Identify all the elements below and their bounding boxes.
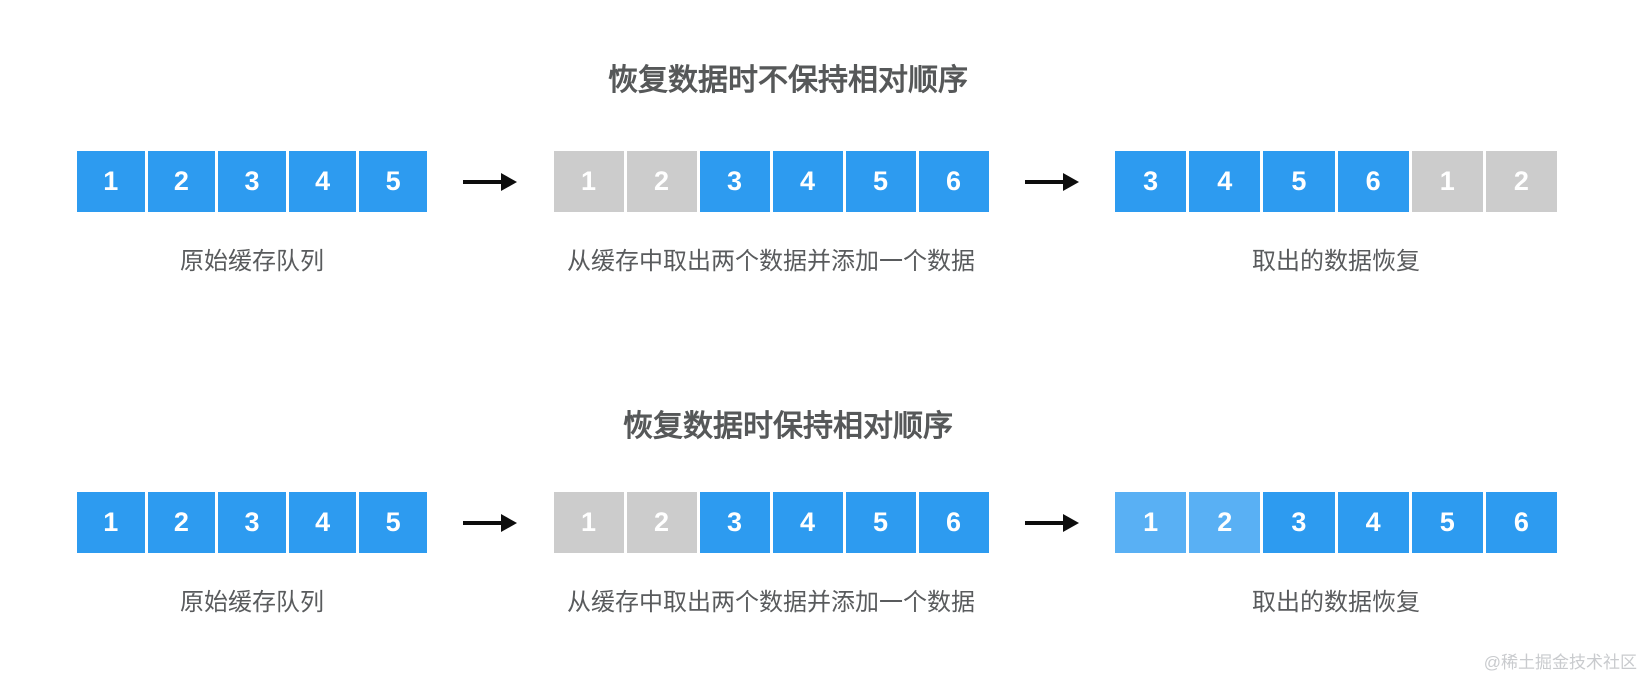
queue-cell: 4 <box>1189 151 1261 212</box>
queue-cell: 4 <box>1337 492 1409 553</box>
right-arrow-icon <box>1024 172 1079 191</box>
queue-cell: 2 <box>1485 151 1558 212</box>
queue-cell: 5 <box>1411 492 1483 553</box>
queue-cell: 3 <box>218 151 286 212</box>
diagram: 恢复数据时不保持相对顺序 1 2 3 4 5 原始缓存队列 1 2 3 4 5 … <box>77 0 1558 617</box>
queue-group: 1 2 3 4 5 原始缓存队列 <box>77 492 427 617</box>
queue-group: 3 4 5 6 1 2 取出的数据恢复 <box>1115 151 1558 276</box>
queue-cell: 5 <box>845 492 916 553</box>
queue-cell: 2 <box>147 492 216 553</box>
queue-cell: 5 <box>845 151 916 212</box>
queue-cells: 1 2 3 4 5 6 <box>553 151 989 212</box>
queue-cell: 5 <box>359 151 427 212</box>
queue-cell: 3 <box>218 492 286 553</box>
queue-cell: 1 <box>1411 151 1483 212</box>
queue-cell: 4 <box>288 492 357 553</box>
canvas: 恢复数据时不保持相对顺序 1 2 3 4 5 原始缓存队列 1 2 3 4 5 … <box>77 0 1637 672</box>
queue-cell: 6 <box>918 492 989 553</box>
queue-cell: 2 <box>626 492 697 553</box>
section-title: 恢复数据时保持相对顺序 <box>623 410 953 443</box>
arrow-zone <box>989 492 1116 553</box>
queue-cell: 2 <box>147 151 216 212</box>
queue-cell: 6 <box>1337 151 1409 212</box>
queues-row: 1 2 3 4 5 原始缓存队列 1 2 3 4 5 6 从缓存中取出两个数据并… <box>77 492 1558 617</box>
queue-cell: 2 <box>626 151 697 212</box>
queue-cells: 1 2 3 4 5 <box>77 151 427 212</box>
right-arrow-icon <box>463 172 518 191</box>
queue-cell: 3 <box>1115 151 1187 212</box>
queues-row: 1 2 3 4 5 原始缓存队列 1 2 3 4 5 6 从缓存中取出两个数据并… <box>77 151 1558 276</box>
arrow-zone <box>427 151 554 212</box>
queue-group: 1 2 3 4 5 6 取出的数据恢复 <box>1115 492 1558 617</box>
queue-cell: 1 <box>553 151 624 212</box>
queue-cell: 1 <box>77 492 145 553</box>
queue-cell: 6 <box>918 151 989 212</box>
queue-group: 1 2 3 4 5 6 从缓存中取出两个数据并添加一个数据 <box>553 492 989 617</box>
queue-label: 原始缓存队列 <box>180 589 324 616</box>
queue-cell: 1 <box>553 492 624 553</box>
queue-cell: 3 <box>699 492 770 553</box>
queue-cell: 4 <box>772 492 843 553</box>
queue-cell: 3 <box>699 151 770 212</box>
diagram-section: 恢复数据时保持相对顺序 1 2 3 4 5 原始缓存队列 1 2 3 4 5 6… <box>77 276 1558 617</box>
right-arrow-icon <box>1024 513 1079 532</box>
diagram-section: 恢复数据时不保持相对顺序 1 2 3 4 5 原始缓存队列 1 2 3 4 5 … <box>77 0 1558 276</box>
queue-cell: 1 <box>1115 492 1187 553</box>
queue-cells: 1 2 3 4 5 6 <box>553 492 989 553</box>
queue-cell: 4 <box>772 151 843 212</box>
watermark: @稀土掘金技术社区 <box>1483 653 1637 672</box>
queue-label: 取出的数据恢复 <box>1252 589 1420 616</box>
arrow-zone <box>427 492 554 553</box>
queue-label: 从缓存中取出两个数据并添加一个数据 <box>567 248 975 275</box>
queue-group: 1 2 3 4 5 6 从缓存中取出两个数据并添加一个数据 <box>553 151 989 276</box>
queue-cell: 6 <box>1485 492 1558 553</box>
section-title: 恢复数据时不保持相对顺序 <box>608 64 968 97</box>
queue-cells: 3 4 5 6 1 2 <box>1115 151 1558 212</box>
queue-cells: 1 2 3 4 5 <box>77 492 427 553</box>
queue-cell: 4 <box>288 151 357 212</box>
queue-group: 1 2 3 4 5 原始缓存队列 <box>77 151 427 276</box>
queue-cell: 5 <box>359 492 427 553</box>
queue-label: 取出的数据恢复 <box>1252 248 1420 275</box>
queue-label: 从缓存中取出两个数据并添加一个数据 <box>567 589 975 616</box>
queue-label: 原始缓存队列 <box>180 248 324 275</box>
right-arrow-icon <box>463 513 518 532</box>
queue-cell: 2 <box>1189 492 1261 553</box>
arrow-zone <box>989 151 1116 212</box>
queue-cell: 1 <box>77 151 145 212</box>
queue-cells: 1 2 3 4 5 6 <box>1115 492 1558 553</box>
queue-cell: 5 <box>1263 151 1335 212</box>
queue-cell: 3 <box>1263 492 1335 553</box>
